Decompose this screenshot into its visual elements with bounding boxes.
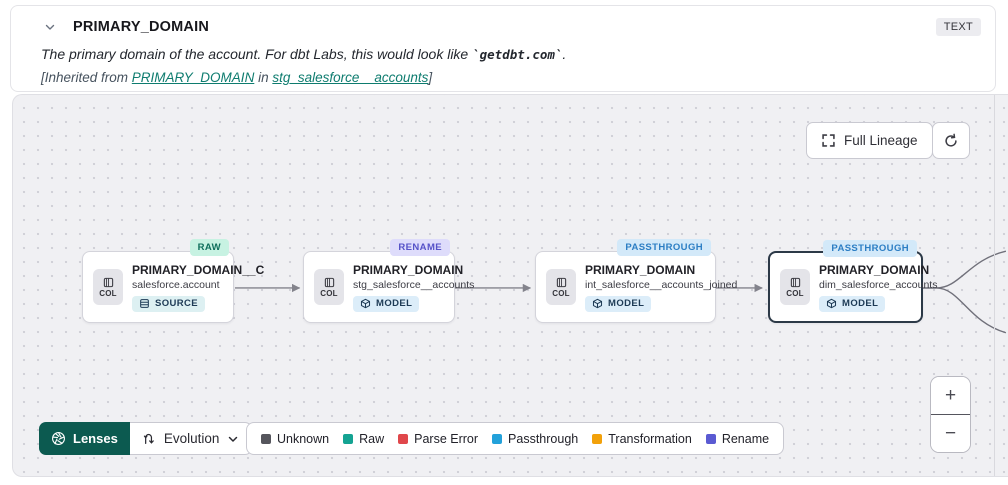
legend-label: Raw	[359, 431, 385, 446]
database-icon	[140, 299, 149, 308]
legend-label: Transformation	[608, 431, 692, 446]
legend-item-transformation: Transformation	[592, 432, 692, 446]
resource-type-badge: MODEL	[353, 295, 420, 312]
refresh-icon	[943, 133, 959, 149]
legend-label: Passthrough	[508, 431, 579, 446]
zoom-out-button[interactable]: −	[931, 415, 970, 452]
node-column-name: PRIMARY_DOMAIN	[819, 262, 930, 277]
resource-type-label: MODEL	[842, 298, 879, 309]
resource-type-badge: MODEL	[585, 295, 652, 312]
column-icon	[790, 277, 800, 287]
lens-selected-label: Evolution	[163, 431, 220, 446]
column-header-card: PRIMARY_DOMAIN TEXT The primary domain o…	[10, 5, 996, 92]
refresh-button[interactable]	[932, 122, 970, 159]
legend-item-parse-error: Parse Error	[398, 432, 478, 446]
full-lineage-label: Full Lineage	[844, 133, 918, 148]
column-icon	[556, 277, 566, 287]
node-body: PRIMARY_DOMAIN stg_salesforce__accounts …	[353, 263, 474, 312]
model-cube-icon	[592, 298, 603, 309]
legend-swatch	[261, 433, 271, 444]
zoom-controls: + −	[930, 376, 971, 453]
node-model-name: dim_salesforce_accounts	[819, 278, 938, 291]
resource-type-label: SOURCE	[155, 298, 199, 309]
lineage-canvas[interactable]: Full Lineage RAW COL PRIMARY_DOMAIN__C s…	[12, 94, 1008, 477]
resource-type-label: MODEL	[608, 298, 645, 309]
col-chip-label: COL	[99, 288, 117, 298]
evolution-badge: PASSTHROUGH	[617, 239, 711, 256]
description-period: .	[562, 46, 567, 62]
legend-item-passthrough: Passthrough	[492, 432, 578, 446]
lineage-node-source[interactable]: RAW COL PRIMARY_DOMAIN__C salesforce.acc…	[82, 239, 264, 323]
column-description: The primary domain of the account. For d…	[41, 46, 981, 62]
legend-label: Rename	[721, 431, 770, 446]
evolution-badge: RENAME	[390, 239, 450, 256]
lineage-node-dim-selected[interactable]: PASSTHROUGH COL PRIMARY_DOMAIN dim_sales…	[768, 240, 937, 323]
legend-label: Unknown	[277, 431, 330, 446]
legend-item-rename: Rename	[705, 431, 770, 446]
node-body: PRIMARY_DOMAIN__C salesforce.account SOU…	[132, 263, 264, 312]
column-title-row: PRIMARY_DOMAIN	[41, 16, 981, 38]
full-lineage-button[interactable]: Full Lineage	[806, 122, 933, 159]
lens-select-dropdown[interactable]: Evolution	[129, 422, 253, 455]
data-type-badge: TEXT	[935, 18, 981, 36]
legend-swatch	[492, 433, 503, 444]
column-icon	[103, 277, 113, 287]
zoom-in-button[interactable]: +	[931, 377, 970, 415]
legend-swatch	[705, 433, 716, 444]
resource-type-badge: MODEL	[819, 295, 886, 312]
evolution-badge: RAW	[189, 239, 229, 256]
expand-icon	[821, 133, 836, 148]
evolution-legend: Unknown Raw Parse Error Passthrough Tran…	[246, 422, 785, 455]
col-chip-label: COL	[786, 288, 804, 298]
inherited-prefix: [Inherited from	[41, 70, 132, 85]
column-icon	[324, 277, 334, 287]
page-title: PRIMARY_DOMAIN	[73, 19, 209, 35]
lens-aperture-icon	[52, 432, 65, 445]
column-chip: COL	[780, 269, 810, 305]
inherited-middle: in	[254, 70, 273, 85]
node-model-name: int_salesforce__accounts_joined	[585, 278, 738, 291]
node-body: PRIMARY_DOMAIN int_salesforce__accounts_…	[585, 262, 737, 312]
evolution-badge: PASSTHROUGH	[823, 240, 917, 257]
legend-swatch	[343, 433, 354, 444]
legend-item-unknown: Unknown	[261, 432, 329, 446]
model-cube-icon	[360, 298, 371, 309]
description-text: The primary domain of the account. For d…	[41, 46, 473, 62]
column-chip: COL	[314, 269, 344, 305]
node-body: PRIMARY_DOMAIN dim_salesforce_accounts M…	[819, 263, 937, 312]
lineage-node-staging[interactable]: RENAME COL PRIMARY_DOMAIN stg_salesforce…	[303, 239, 474, 323]
legend-item-raw: Raw	[343, 432, 384, 446]
lenses-label: Lenses	[73, 431, 118, 446]
inherited-from-line: [Inherited from PRIMARY_DOMAIN in stg_sa…	[41, 70, 981, 85]
legend-label: Parse Error	[414, 431, 479, 446]
evolution-icon	[143, 433, 154, 444]
inherited-model-link[interactable]: stg_salesforce__accounts	[272, 70, 429, 85]
chevron-down-icon	[229, 436, 238, 442]
legend-swatch	[592, 433, 603, 444]
node-column-name: PRIMARY_DOMAIN	[353, 262, 464, 277]
resource-type-badge: SOURCE	[132, 295, 206, 312]
column-chip: COL	[546, 269, 576, 305]
lineage-node-intermediate[interactable]: PASSTHROUGH COL PRIMARY_DOMAIN int_sales…	[535, 239, 737, 323]
collapse-chevron-icon[interactable]	[41, 18, 59, 36]
description-code: `getdbt.com`	[472, 47, 563, 62]
canvas-right-border	[994, 95, 995, 476]
lenses-toolbar: Lenses Evolution	[39, 422, 253, 455]
node-model-name: salesforce.account	[132, 278, 220, 291]
col-chip-label: COL	[320, 288, 338, 298]
node-model-name: stg_salesforce__accounts	[353, 278, 475, 291]
node-column-name: PRIMARY_DOMAIN	[585, 262, 696, 277]
model-cube-icon	[826, 298, 837, 309]
column-chip: COL	[93, 269, 123, 305]
node-column-name: PRIMARY_DOMAIN__C	[132, 262, 265, 277]
inherited-column-link[interactable]: PRIMARY_DOMAIN	[131, 70, 255, 85]
inherited-suffix: ]	[428, 70, 433, 85]
resource-type-label: MODEL	[376, 298, 413, 309]
lenses-button[interactable]: Lenses	[39, 422, 130, 455]
col-chip-label: COL	[552, 288, 570, 298]
legend-swatch	[398, 433, 409, 444]
